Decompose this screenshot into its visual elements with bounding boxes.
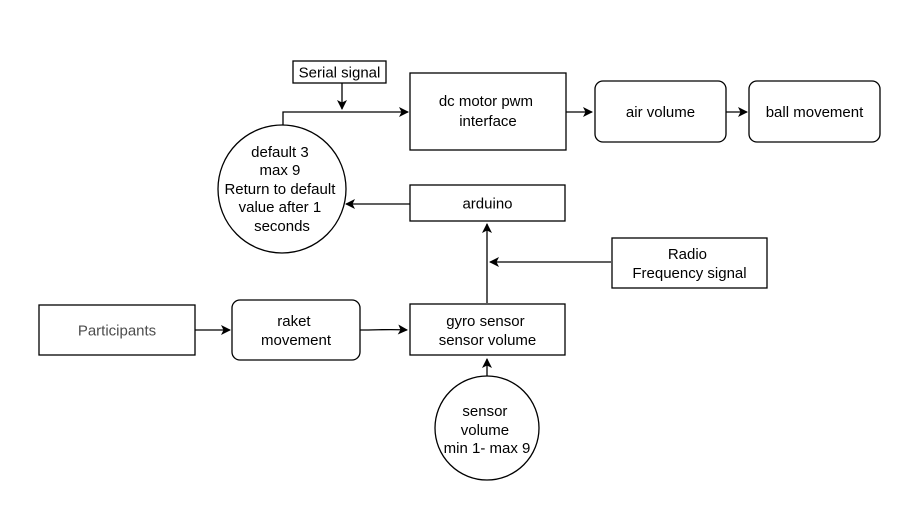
node-participants: Participants — [38, 304, 196, 356]
node-default-circle: default 3 max 9 Return to default value … — [217, 124, 347, 254]
gyro-label-line-1: gyro sensor — [446, 313, 524, 330]
radio-label-line-1: Radio — [668, 246, 707, 263]
default-circle-line-4: value after 1 — [239, 199, 322, 216]
svg-text:arduino: arduino — [462, 196, 512, 213]
default-circle-line-3: Return to default — [224, 181, 336, 198]
node-raket: raket movement — [231, 299, 361, 361]
gyro-label-line-2: sensor volume — [439, 332, 537, 349]
sensor-circle-line-3: min 1- max 9 — [444, 440, 531, 457]
sensor-circle-line-1: sensor — [462, 403, 507, 420]
node-gyro: gyro sensor sensor volume — [409, 303, 566, 356]
svg-text:default 3 max 9 Re: default 3 max 9 Return to default value … — [224, 144, 339, 235]
node-dc-motor: dc motor pwm interface — [409, 72, 567, 151]
raket-label-line-2: movement — [261, 332, 332, 349]
default-circle-line-2: max 9 — [259, 162, 300, 179]
node-serial-signal: Serial signal — [292, 60, 387, 84]
participants-label: Participants — [78, 323, 156, 340]
default-circle-line-5: seconds — [254, 218, 310, 235]
ball-movement-label: ball movement — [766, 104, 864, 121]
dc-motor-label-line-1: dc motor pwm — [439, 93, 533, 110]
svg-text:Radio Frequency signal: Radio Frequency signal — [632, 246, 746, 282]
default-circle-line-1: default 3 — [251, 144, 309, 161]
svg-text:Serial signal: Serial signal — [299, 65, 381, 82]
svg-text:gyro sensor sensor volum: gyro sensor sensor volume — [439, 313, 537, 349]
radio-label-line-2: Frequency signal — [632, 265, 746, 282]
node-air-volume: air volume — [594, 80, 727, 143]
dc-motor-label-line-2: interface — [459, 113, 517, 130]
node-ball-movement: ball movement — [748, 80, 881, 143]
edge-circle-to-dc-motor — [282, 107, 409, 125]
svg-text:dc motor pwm interface: dc motor pwm interface — [439, 93, 537, 130]
svg-text:ball movement: ball movement — [766, 104, 864, 121]
serial-signal-label: Serial signal — [299, 65, 381, 82]
arduino-label: arduino — [462, 196, 512, 213]
node-radio: Radio Frequency signal — [611, 237, 768, 289]
svg-text:Participants: Participants — [78, 323, 156, 340]
edges — [195, 83, 748, 376]
raket-label-line-1: raket — [277, 313, 311, 330]
air-volume-label: air volume — [626, 104, 695, 121]
sensor-circle-line-2: volume — [461, 422, 509, 439]
node-arduino: arduino — [409, 184, 566, 222]
svg-text:raket movement: raket movement — [261, 313, 332, 349]
node-sensor-circle: sensor volume min 1- max 9 — [434, 375, 540, 481]
svg-text:air volume: air volume — [626, 104, 695, 121]
svg-text:sensor volume min: sensor volume min 1- max 9 — [444, 403, 531, 457]
